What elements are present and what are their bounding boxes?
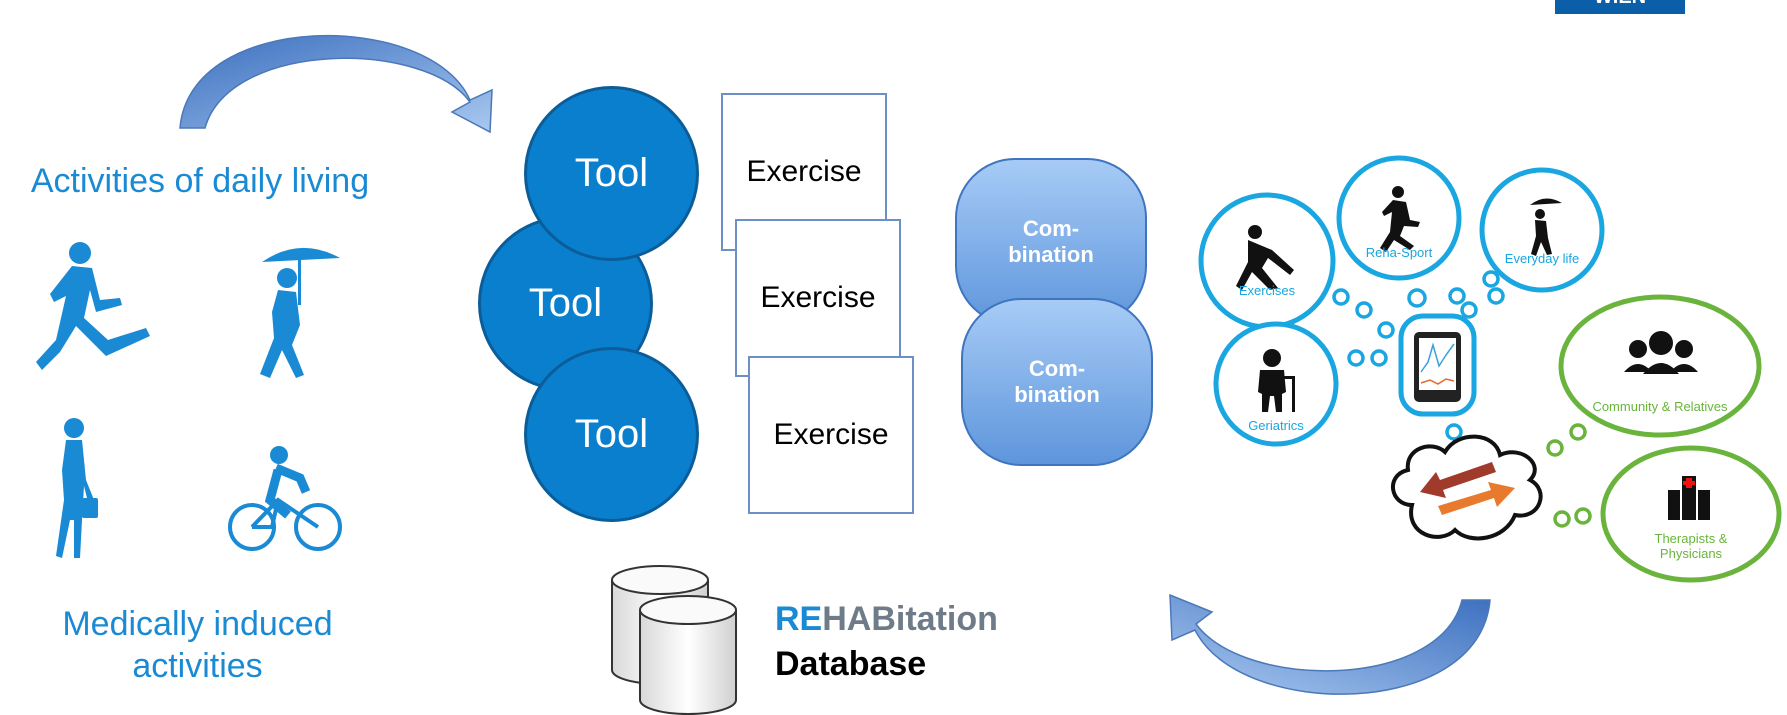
bubble-tablet: [1398, 313, 1477, 417]
medically-induced-line2: activities: [132, 647, 263, 685]
tool-circle-1: Tool: [524, 86, 699, 261]
curved-arrow-top: [179, 34, 493, 134]
medically-induced-label: Medically induced activities: [0, 603, 395, 687]
bubble-geriatrics-label: Geriatrics: [1248, 418, 1304, 433]
bubble-geriatrics: [1213, 321, 1339, 447]
bubble-reha-sport-label: Reha-Sport: [1365, 245, 1433, 260]
exercise-card-2: Exercise: [735, 219, 901, 377]
umbrella-person-icon: [1530, 198, 1562, 256]
combination-1-line2: bination: [1008, 242, 1094, 267]
umbrella-walker-icon: [260, 247, 340, 378]
cloud-sync: [1390, 434, 1543, 541]
bubble-community-label: Community & Relatives: [1592, 399, 1728, 414]
exchange-arrows-icon: [1420, 462, 1515, 515]
therapists-line2: Physicians: [1659, 546, 1723, 561]
medically-induced-line1: Medically induced: [62, 605, 333, 643]
bubble-everyday-life: [1479, 167, 1605, 293]
bubble-therapists: [1600, 445, 1782, 583]
stretching-person-icon: [1236, 225, 1294, 290]
runner-small-icon: [1380, 186, 1420, 252]
cyclist-icon: [228, 446, 342, 551]
bubble-everyday-life-label: Everyday life: [1504, 251, 1580, 266]
connector-dots: [1332, 270, 1592, 528]
business-woman-icon: [56, 418, 98, 558]
curved-arrow-bottom: [1169, 593, 1491, 695]
database-title-accent: RE: [775, 600, 823, 638]
runner-icon: [36, 242, 150, 370]
exercise-card-3: Exercise: [748, 356, 914, 514]
activities-heading: Activities of daily living: [30, 162, 370, 200]
database-title: REHABitation: [775, 600, 998, 639]
bubble-exercises: [1198, 192, 1336, 330]
bubble-therapists-label: Therapists & Physicians: [1631, 531, 1751, 561]
database-label: REHABitation Database: [775, 600, 998, 684]
logo-text: WIEN: [1560, 0, 1680, 9]
combination-2-line2: bination: [1014, 382, 1100, 407]
bubble-community: [1558, 294, 1762, 438]
tool-circle-3: Tool: [524, 347, 699, 522]
database-subtitle: Database: [775, 645, 927, 683]
combination-1-line1: Com-: [1022, 215, 1080, 241]
combination-box-2: Com- bination: [961, 298, 1153, 466]
database-title-rest: HABitation: [822, 600, 998, 638]
group-people-icon: [1624, 331, 1698, 374]
combination-2-line1: Com-: [1028, 355, 1086, 381]
logo: [1555, 0, 1685, 14]
therapists-line1: Therapists &: [1654, 531, 1728, 546]
elderly-person-icon: [1258, 349, 1295, 412]
tablet-chart-icon: [1414, 332, 1461, 402]
bubble-reha-sport: [1336, 155, 1462, 281]
database-icon: [611, 565, 737, 715]
bubble-exercises-label: Exercises: [1238, 283, 1296, 298]
hospital-icon: [1668, 476, 1710, 520]
